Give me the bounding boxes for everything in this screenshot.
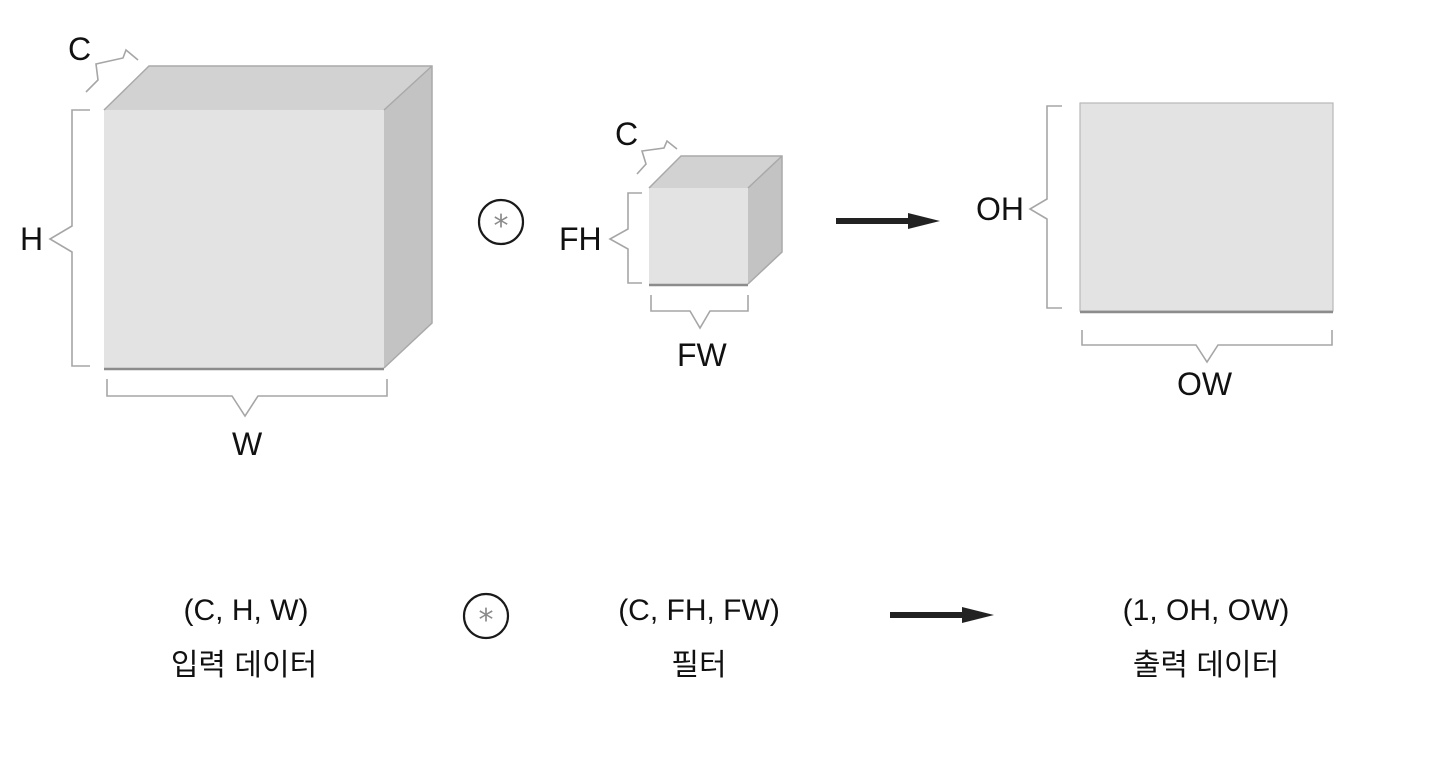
input-height-bracket [48, 109, 90, 367]
filter-height-label: FH [559, 221, 602, 257]
input-cube-side [384, 66, 432, 368]
input-height-label: H [20, 221, 43, 257]
input-cube [103, 65, 433, 371]
output-width-label: OW [1177, 366, 1233, 402]
convolution-operator-icon: * [477, 198, 525, 246]
input-caption: 입력 데이터 [171, 649, 317, 682]
input-cube-top [104, 66, 432, 110]
filter-shape-text: (C, FH, FW) [618, 594, 780, 627]
filter-channel-label: C [615, 116, 638, 152]
input-cube-front [104, 110, 384, 368]
input-shape-text: (C, H, W) [184, 594, 309, 627]
filter-width-label: FW [677, 337, 728, 373]
output-width-bracket [1081, 330, 1333, 364]
input-channel-label: C [68, 31, 91, 67]
filter-height-bracket [608, 192, 642, 284]
filter-channel-bracket [636, 139, 678, 175]
input-width-label: W [232, 426, 263, 462]
result-arrow-bottom [890, 607, 994, 623]
output-shape-text: (1, OH, OW) [1123, 594, 1290, 627]
filter-caption: 필터 [671, 649, 726, 682]
output-plane [1079, 102, 1334, 314]
output-height-bracket [1028, 105, 1062, 309]
output-height-label: OH [976, 191, 1024, 227]
svg-text:*: * [479, 603, 494, 638]
filter-cube [648, 155, 783, 287]
result-arrow-top [836, 213, 940, 229]
output-plane-front [1080, 103, 1333, 311]
filter-cube-side [748, 156, 782, 284]
filter-cube-top [649, 156, 782, 188]
filter-width-bracket [650, 295, 749, 330]
output-caption: 출력 데이터 [1133, 649, 1279, 682]
svg-text:*: * [494, 209, 509, 244]
input-width-bracket [106, 379, 388, 418]
convolution-operator-icon-bottom: * [462, 592, 510, 640]
input-channel-bracket [85, 48, 139, 93]
filter-cube-front [649, 188, 748, 284]
